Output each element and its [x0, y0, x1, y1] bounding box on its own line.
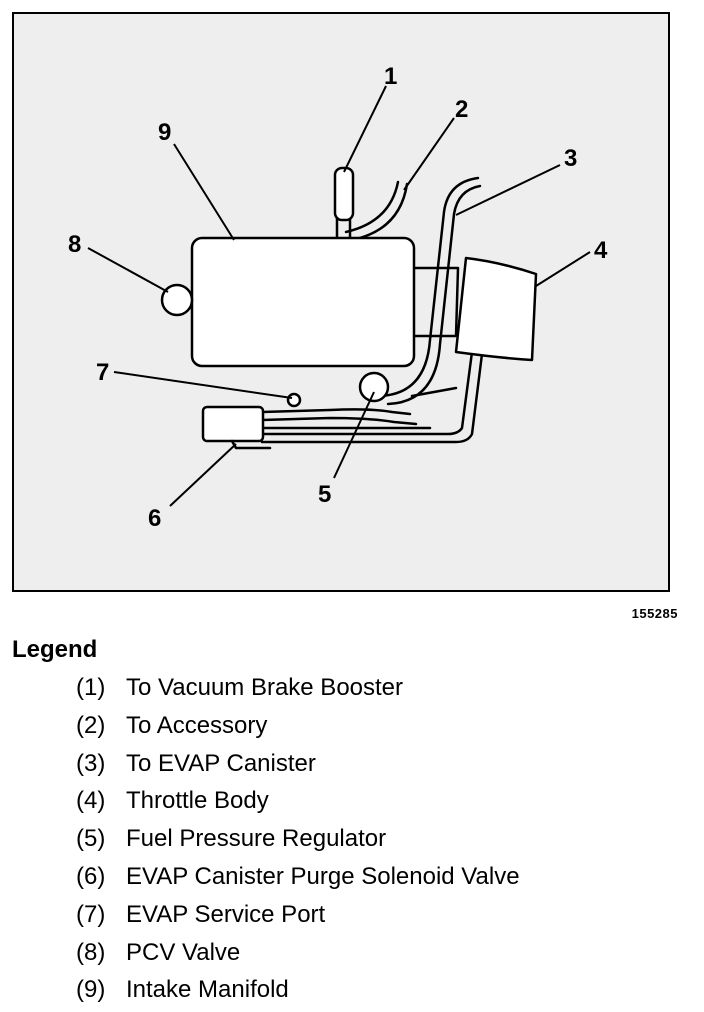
purge-line — [260, 416, 418, 426]
legend-text: To Vacuum Brake Booster — [126, 674, 404, 701]
evap-canister-hose — [386, 184, 482, 406]
purge-line — [260, 408, 412, 416]
legend-number: (8) — [76, 938, 106, 966]
legend-number: (3) — [76, 749, 106, 777]
callout-3: 3 — [564, 145, 577, 172]
callout-9: 9 — [158, 119, 171, 146]
legend-text: Intake Manifold — [126, 976, 289, 1004]
leader-line-6 — [169, 443, 237, 507]
leader-line-1 — [343, 85, 387, 173]
leader-line-7 — [113, 371, 293, 399]
legend-number: (4) — [76, 787, 106, 815]
legend-text: To Accessory — [126, 711, 268, 739]
legend-text: PCV Valve — [126, 938, 241, 966]
leader-line-4 — [535, 251, 591, 287]
manifold-extension — [410, 266, 460, 338]
accessory-hose — [350, 182, 409, 242]
pcv-valve — [160, 283, 194, 317]
legend-item: (5) Fuel Pressure Regulator — [76, 823, 520, 861]
legend-item: (9) Intake Manifold — [76, 974, 520, 1012]
fuel-pressure-regulator — [358, 371, 390, 403]
accessory-hose — [344, 180, 400, 234]
legend-text: EVAP Service Port — [126, 900, 326, 928]
legend-number: (5) — [76, 825, 106, 853]
evap-canister-hose — [378, 176, 480, 398]
legend-item: (3) To EVAP Canister — [76, 748, 520, 786]
leader-line-3 — [455, 164, 561, 216]
brake-booster-connector — [333, 166, 355, 222]
purge-line — [410, 386, 458, 398]
leader-line-2 — [403, 117, 455, 191]
legend-item: (8) PCV Valve — [76, 937, 520, 975]
legend-number: (2) — [76, 711, 106, 739]
purge-line — [260, 352, 484, 444]
figure-id: 155285 — [631, 606, 678, 621]
legend-number: (1) — [76, 674, 106, 701]
purge-solenoid-valve — [201, 405, 265, 443]
callout-8: 8 — [68, 231, 81, 258]
callout-6: 6 — [148, 505, 161, 532]
legend-item: (2) To Accessory — [76, 710, 520, 748]
leader-line-9 — [173, 143, 235, 241]
callout-4: 4 — [594, 237, 608, 264]
legend-text: Throttle Body — [126, 787, 269, 815]
legend-item: (1) To Vacuum Brake Booster — [76, 672, 520, 710]
callout-7: 7 — [96, 359, 109, 386]
throttle-body — [454, 256, 538, 362]
legend-text: Fuel Pressure Regulator — [126, 825, 387, 853]
legend-number: (7) — [76, 900, 106, 928]
legend-item: (4) Throttle Body — [76, 785, 520, 823]
leader-line-5 — [333, 391, 375, 479]
callout-1: 1 — [384, 63, 397, 90]
legend-title: Legend — [12, 636, 98, 663]
purge-line — [260, 350, 474, 436]
legend-item: (6) EVAP Canister Purge Solenoid Valve — [76, 861, 520, 899]
legend-number: (6) — [76, 862, 106, 890]
callout-2: 2 — [455, 96, 468, 123]
evap-service-port — [286, 392, 302, 408]
legend-list: (1) To Vacuum Brake Booster (2) To Accesso… — [76, 672, 520, 1012]
callout-5: 5 — [318, 481, 331, 508]
legend-number: (9) — [76, 976, 106, 1004]
legend-text: To EVAP Canister — [126, 749, 316, 777]
legend-item: (7) EVAP Service Port — [76, 899, 520, 937]
purge-solenoid-bracket — [230, 439, 272, 450]
vacuum-routing-diagram: 1 2 3 4 5 6 7 8 9 — [68, 63, 608, 532]
intake-manifold — [190, 236, 416, 368]
legend-text: EVAP Canister Purge Solenoid Valve — [126, 862, 520, 890]
leader-line-8 — [87, 247, 169, 293]
